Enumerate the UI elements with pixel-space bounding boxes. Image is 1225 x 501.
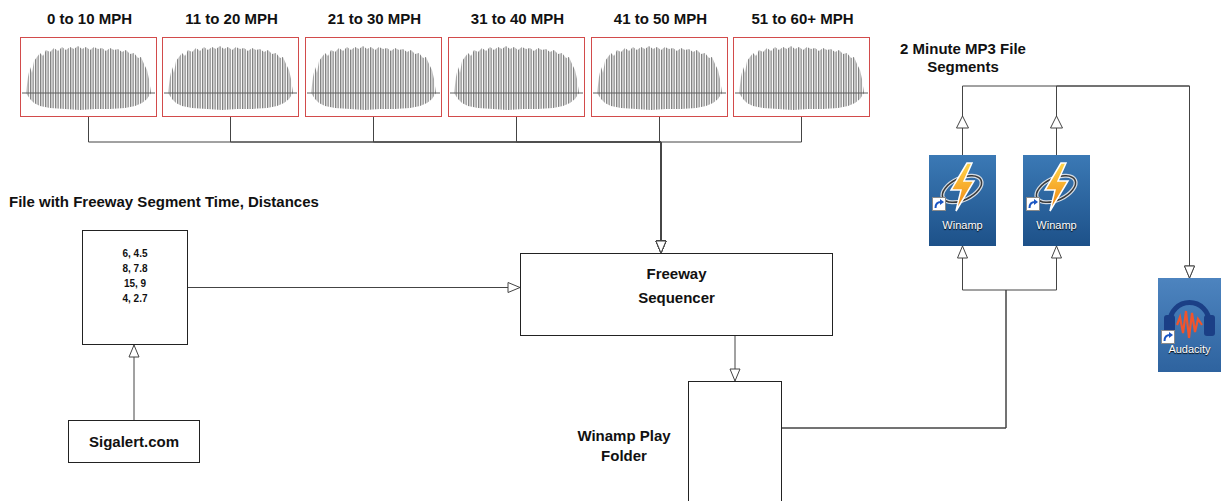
waveform (450, 46, 583, 110)
waveform (735, 46, 868, 110)
waveform (164, 46, 297, 110)
audio-segment-box: 31 to 40 MPH (448, 37, 585, 117)
connector-arrow (517, 117, 662, 253)
winamp-icon-graphic (929, 155, 996, 246)
heading-label: File with Freeway Segment Time, Distance… (9, 193, 389, 211)
audacity-icon-graphic (1158, 278, 1221, 372)
data-row: 8, 7.8 (122, 261, 147, 276)
connector-arrow (1057, 86, 1190, 278)
box-label: Sigalert.com (89, 433, 179, 451)
icon-background (1158, 278, 1221, 372)
source-box: Sigalert.com (68, 420, 200, 463)
audio-segment-box: 51 to 60+ MPH (733, 37, 870, 117)
shortcut-arrow (1027, 198, 1040, 211)
audio-segment-box: 21 to 30 MPH (305, 37, 442, 117)
shortcut-arrow (1162, 331, 1175, 344)
heading-label: Winamp Play Folder (567, 426, 681, 466)
connector-arrow (963, 86, 1190, 278)
arrowhead (957, 116, 969, 128)
waveform-graphics (22, 46, 868, 110)
app-icon: Audacity (1158, 278, 1221, 372)
heading-label: 41 to 50 MPH (592, 10, 729, 28)
winamp-icon-graphic (1023, 155, 1090, 246)
shortcut-arrow (933, 198, 946, 211)
heading-label: 0 to 10 MPH (21, 10, 158, 28)
data-row: 4, 2.7 (122, 291, 147, 306)
waveform (593, 46, 726, 110)
connector-arrow (231, 117, 662, 253)
box-label: Freeway Sequencer (632, 262, 722, 310)
heading-label: 51 to 60+ MPH (734, 10, 871, 28)
audio-segment-box: 11 to 20 MPH (162, 37, 299, 117)
connector-arrow (735, 336, 736, 381)
icon-label: Audacity (1168, 343, 1210, 356)
heading-label: 21 to 30 MPH (306, 10, 443, 28)
connector-arrow (188, 287, 520, 288)
process-box: Freeway Sequencer (520, 253, 833, 336)
waveform (22, 46, 155, 110)
icon-background (929, 155, 996, 246)
icon-label: Winamp (1036, 219, 1076, 232)
connector-arrow (134, 345, 135, 420)
data-row: 15, 9 (124, 276, 146, 291)
arrowhead (1051, 116, 1063, 128)
icon-label: Winamp (942, 219, 982, 232)
connector-arrow (374, 117, 662, 253)
caption-label: 2 Minute MP3 File Segments (885, 40, 1041, 76)
connector-arrow (661, 117, 802, 253)
folder-box: Winamp Play Folder (688, 381, 782, 501)
heading-label: 11 to 20 MPH (163, 10, 300, 28)
connector-arrow (89, 117, 662, 253)
audio-segment-box: 0 to 10 MPH (20, 37, 157, 117)
heading-label: 31 to 40 MPH (449, 10, 586, 28)
connector-arrow (782, 246, 1057, 428)
app-icon: Winamp (1023, 155, 1090, 246)
icon-background (1023, 155, 1090, 246)
data-row: 6, 4.5 (122, 246, 147, 261)
flow-arrowheads (957, 116, 1063, 128)
data-file-box: File with Freeway Segment Time, Distance… (82, 230, 188, 345)
audio-segment-box: 41 to 50 MPH (591, 37, 728, 117)
app-icon: Winamp (929, 155, 996, 246)
connectors (89, 86, 1190, 428)
connector-arrow (782, 246, 1006, 428)
waveform (307, 46, 440, 110)
